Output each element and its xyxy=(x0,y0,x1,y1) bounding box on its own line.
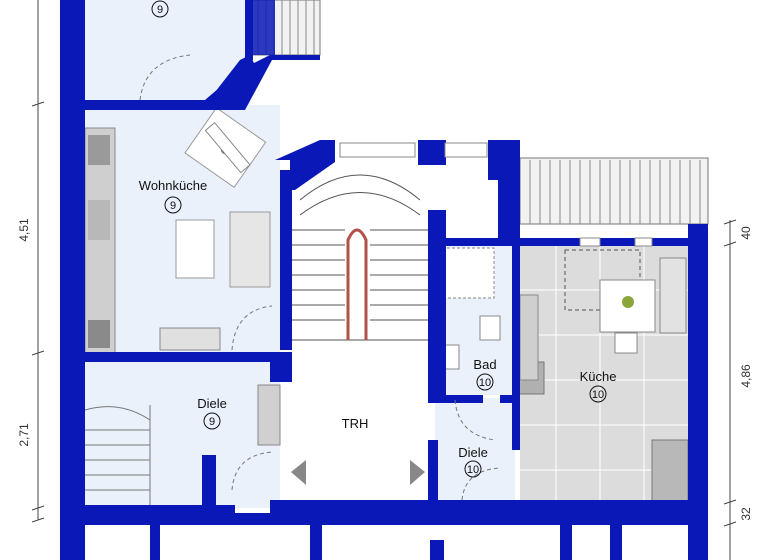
dimension-right-middle: 4,86 xyxy=(739,364,753,388)
kitchen-counter-kueche xyxy=(519,294,539,381)
side-table xyxy=(175,219,215,279)
room-number: 10 xyxy=(467,464,479,476)
floor-trh xyxy=(290,170,430,500)
right-arrow-icon xyxy=(410,460,425,485)
doors xyxy=(139,54,501,501)
toilet-bad xyxy=(479,315,501,341)
room-name: Bad xyxy=(473,357,496,372)
room-number: 10 xyxy=(479,377,491,389)
staircase-lower-left xyxy=(84,405,151,505)
sofa xyxy=(229,211,271,288)
windows xyxy=(204,121,653,247)
room-kueche: Küche 10 xyxy=(580,369,617,403)
balcony-right xyxy=(519,157,709,225)
dimension-left-lower: 2,71 xyxy=(17,423,31,447)
room-number: 9 xyxy=(157,4,163,16)
kitchen-counter-left xyxy=(84,127,116,354)
dimension-right-top: 40 xyxy=(739,226,753,240)
room-name: Diele xyxy=(197,396,227,411)
floor-diele-9 xyxy=(85,360,280,508)
room-trh: TRH xyxy=(342,416,369,431)
room-name: TRH xyxy=(342,416,369,431)
dimension-right-bottom: 32 xyxy=(739,507,753,521)
shower xyxy=(441,247,495,299)
room-diele-9: Diele 9 xyxy=(197,396,227,430)
room-diele-10: Diele 10 xyxy=(458,445,488,478)
room-number: 9 xyxy=(170,200,176,212)
staircase-handrail xyxy=(346,228,368,340)
dimension-left-upper: 4,51 xyxy=(17,218,31,242)
room-name: Diele xyxy=(458,445,488,460)
room-number: 9 xyxy=(209,416,215,428)
staircase-main xyxy=(292,174,428,341)
room-bad: Bad 10 xyxy=(473,357,497,391)
floor-diele-10 xyxy=(435,398,515,502)
balcony-top xyxy=(249,0,321,56)
walls xyxy=(60,0,708,560)
wardrobe-diele-9 xyxy=(257,384,281,446)
sideboard-kueche xyxy=(651,439,689,503)
dimension-lines xyxy=(31,0,737,560)
tv-board xyxy=(159,327,221,351)
room-wohnkueche: Wohnküche 9 xyxy=(139,178,207,214)
room-name: Küche xyxy=(580,369,617,384)
room-name: Wohnküche xyxy=(139,178,207,193)
room-apartment-9-upper: 9 xyxy=(151,0,169,18)
room-number: 10 xyxy=(592,389,604,401)
left-arrow-icon xyxy=(291,460,306,485)
dining-set-kueche xyxy=(564,249,687,354)
